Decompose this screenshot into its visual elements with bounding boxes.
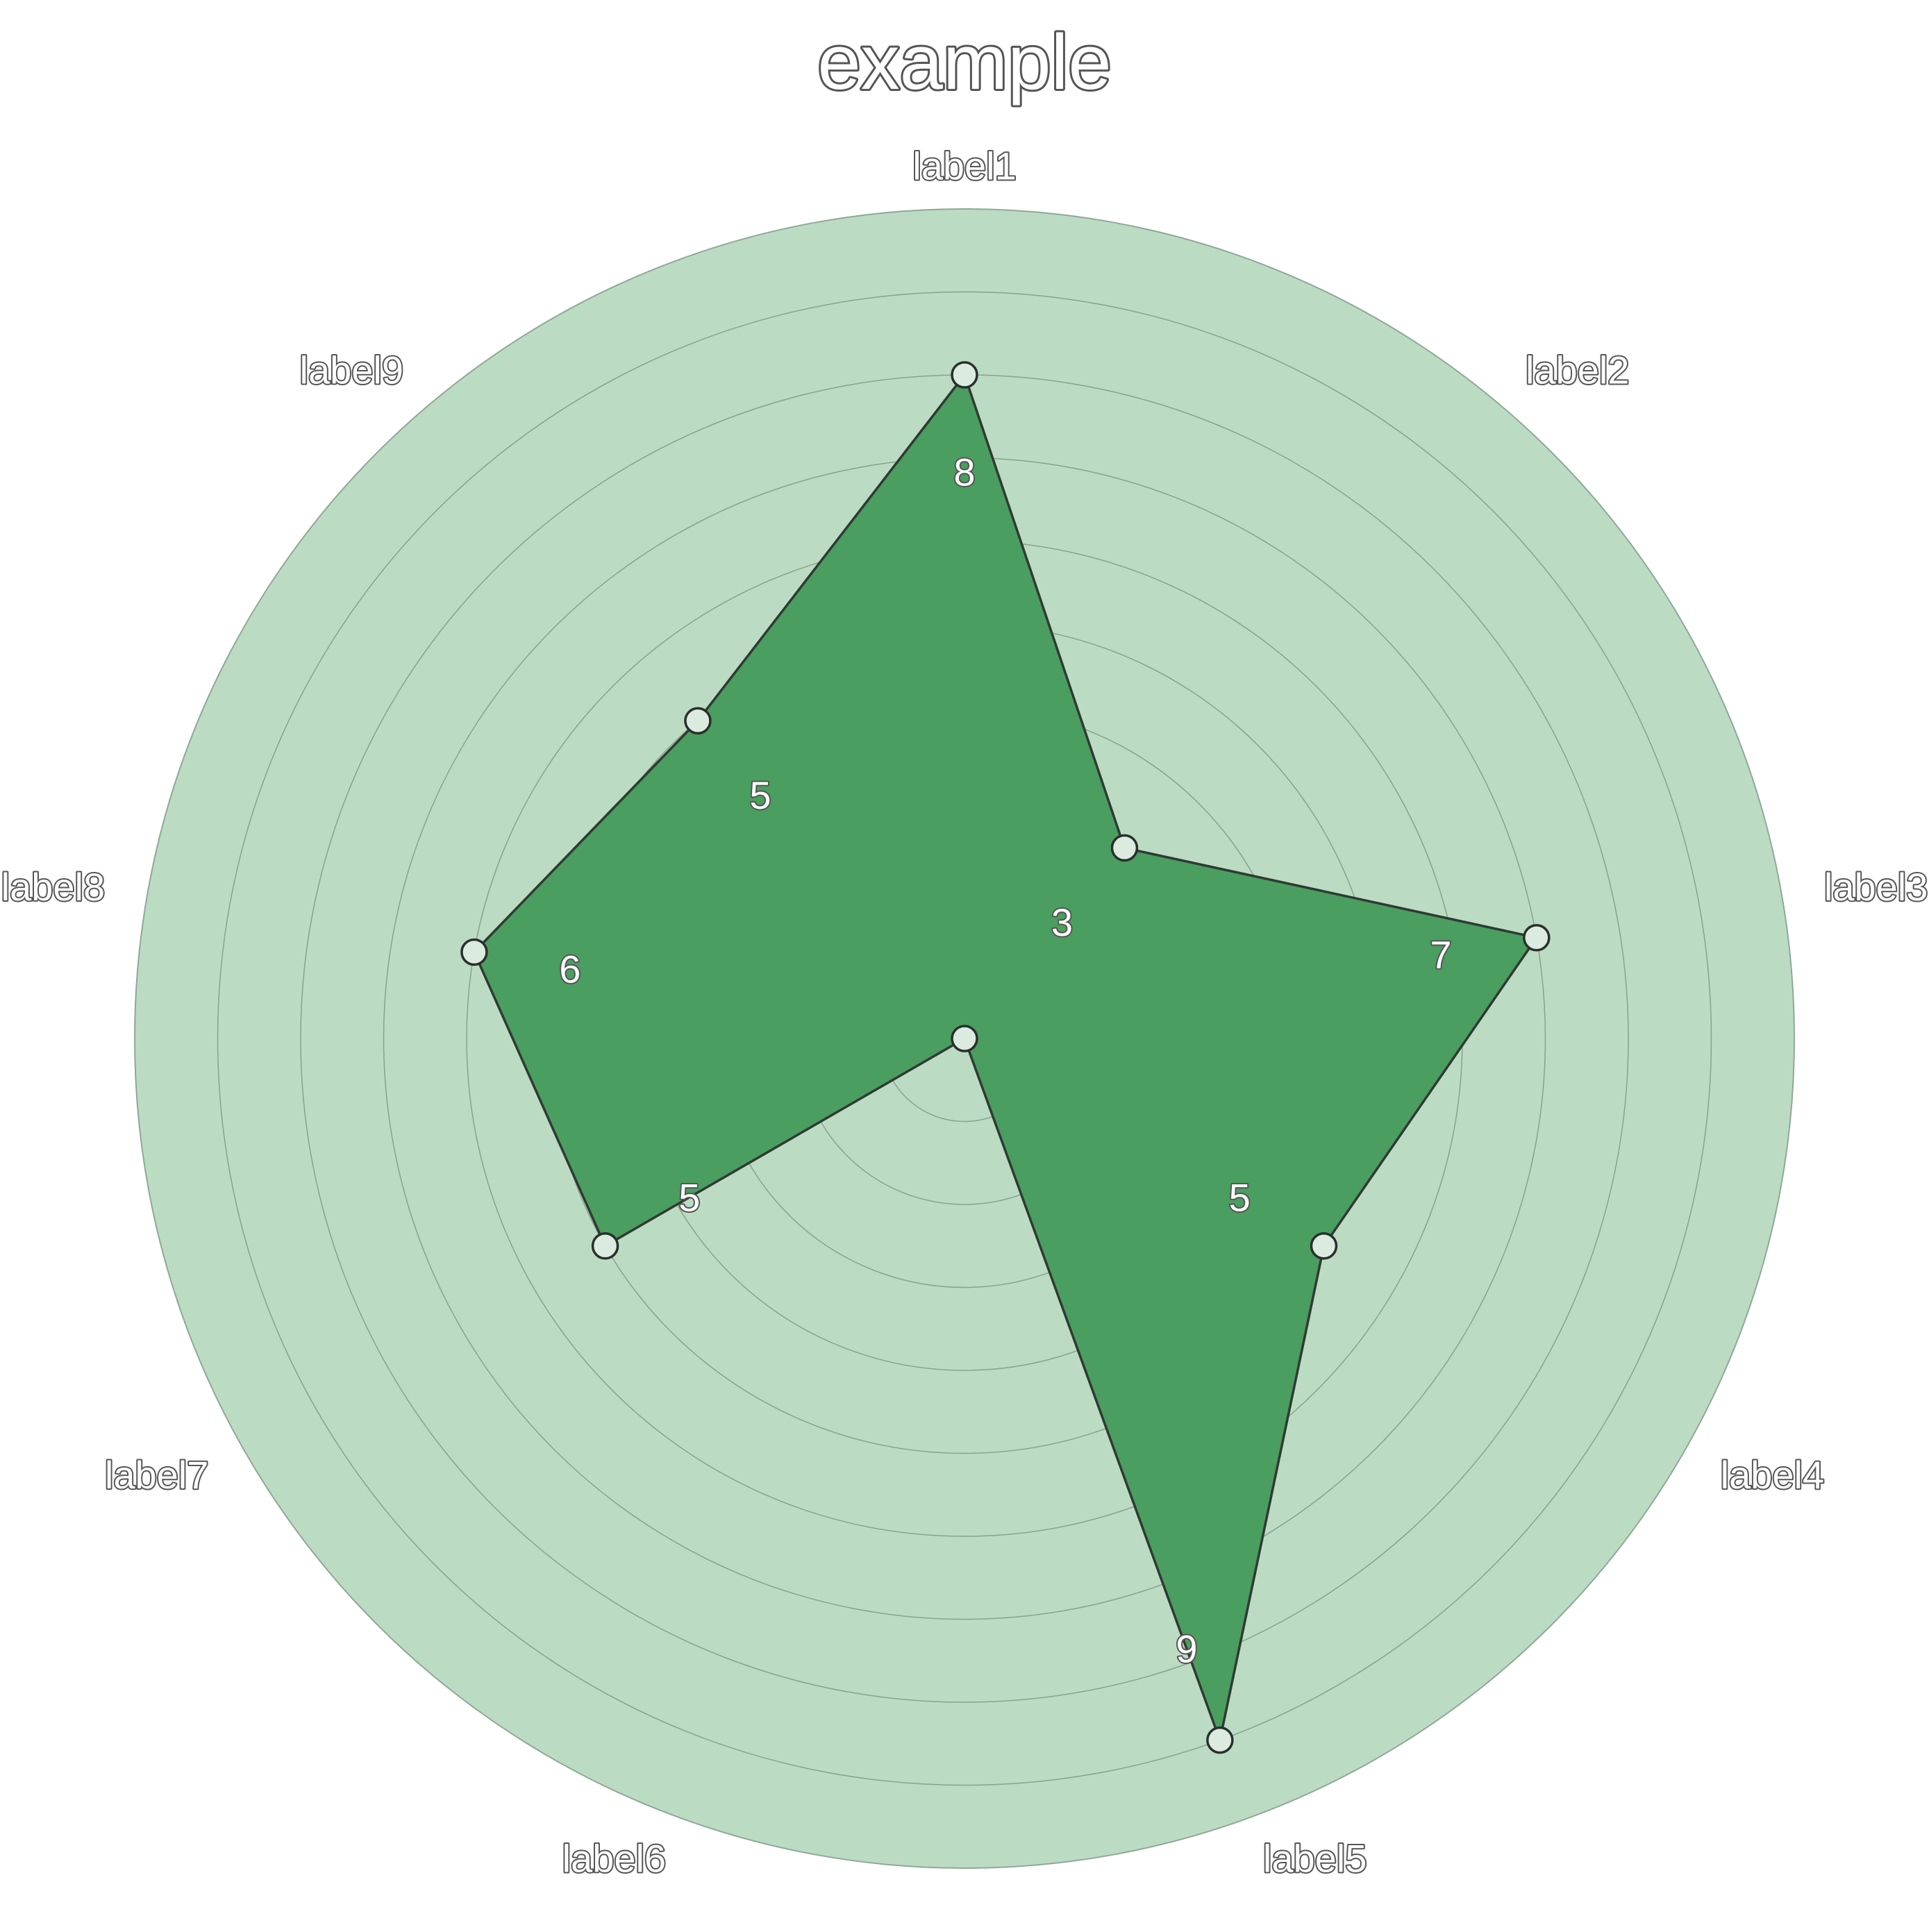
axis-label-label3: label3: [1824, 865, 1928, 909]
radar-point-marker-4: [1310, 1232, 1338, 1260]
radar-series-polygon: [473, 373, 1538, 1742]
value-label-label5: 9: [1176, 1627, 1197, 1671]
radar-point-marker-2: [1110, 834, 1139, 862]
value-label-label2: 3: [1051, 900, 1073, 944]
value-label-layer: 8 3 7 5 9 5 6 5: [558, 449, 1453, 1672]
value-label-label1: 8: [953, 451, 975, 494]
value-label-label4: 5: [1229, 1175, 1251, 1219]
radar-point-marker-3: [1523, 923, 1551, 952]
radar-point-marker-9: [684, 707, 712, 735]
axis-label-label8: label8: [1, 865, 105, 909]
axis-label-label6: label6: [562, 1837, 666, 1881]
value-label-label7: 5: [678, 1175, 700, 1219]
axis-label-label5: label5: [1263, 1837, 1367, 1881]
marker-layer: [460, 361, 1551, 1754]
radar-point-marker-1: [951, 361, 978, 389]
value-label-label9: 5: [749, 773, 771, 817]
value-label-label8: 6: [559, 947, 581, 991]
chart-title: example: [817, 19, 1111, 106]
radar-point-marker-6: [951, 1025, 978, 1052]
series-layer: [473, 373, 1538, 1742]
axis-label-label7: label7: [105, 1453, 208, 1497]
axis-label-label4: label4: [1721, 1453, 1824, 1497]
radar-point-marker-5: [1206, 1726, 1234, 1754]
radar-point-marker-7: [591, 1232, 619, 1260]
axis-label-label1: label1: [912, 144, 1016, 188]
axis-label-label9: label9: [300, 348, 403, 392]
radar-point-marker-8: [460, 938, 488, 966]
axis-label-layer: label1 label2 label3 label4 label5 label6 labe…: [0, 143, 1929, 1882]
axis-label-label2: label2: [1526, 348, 1629, 392]
value-label-label3: 7: [1430, 933, 1451, 977]
radar-grid-ring: [217, 291, 1712, 1786]
